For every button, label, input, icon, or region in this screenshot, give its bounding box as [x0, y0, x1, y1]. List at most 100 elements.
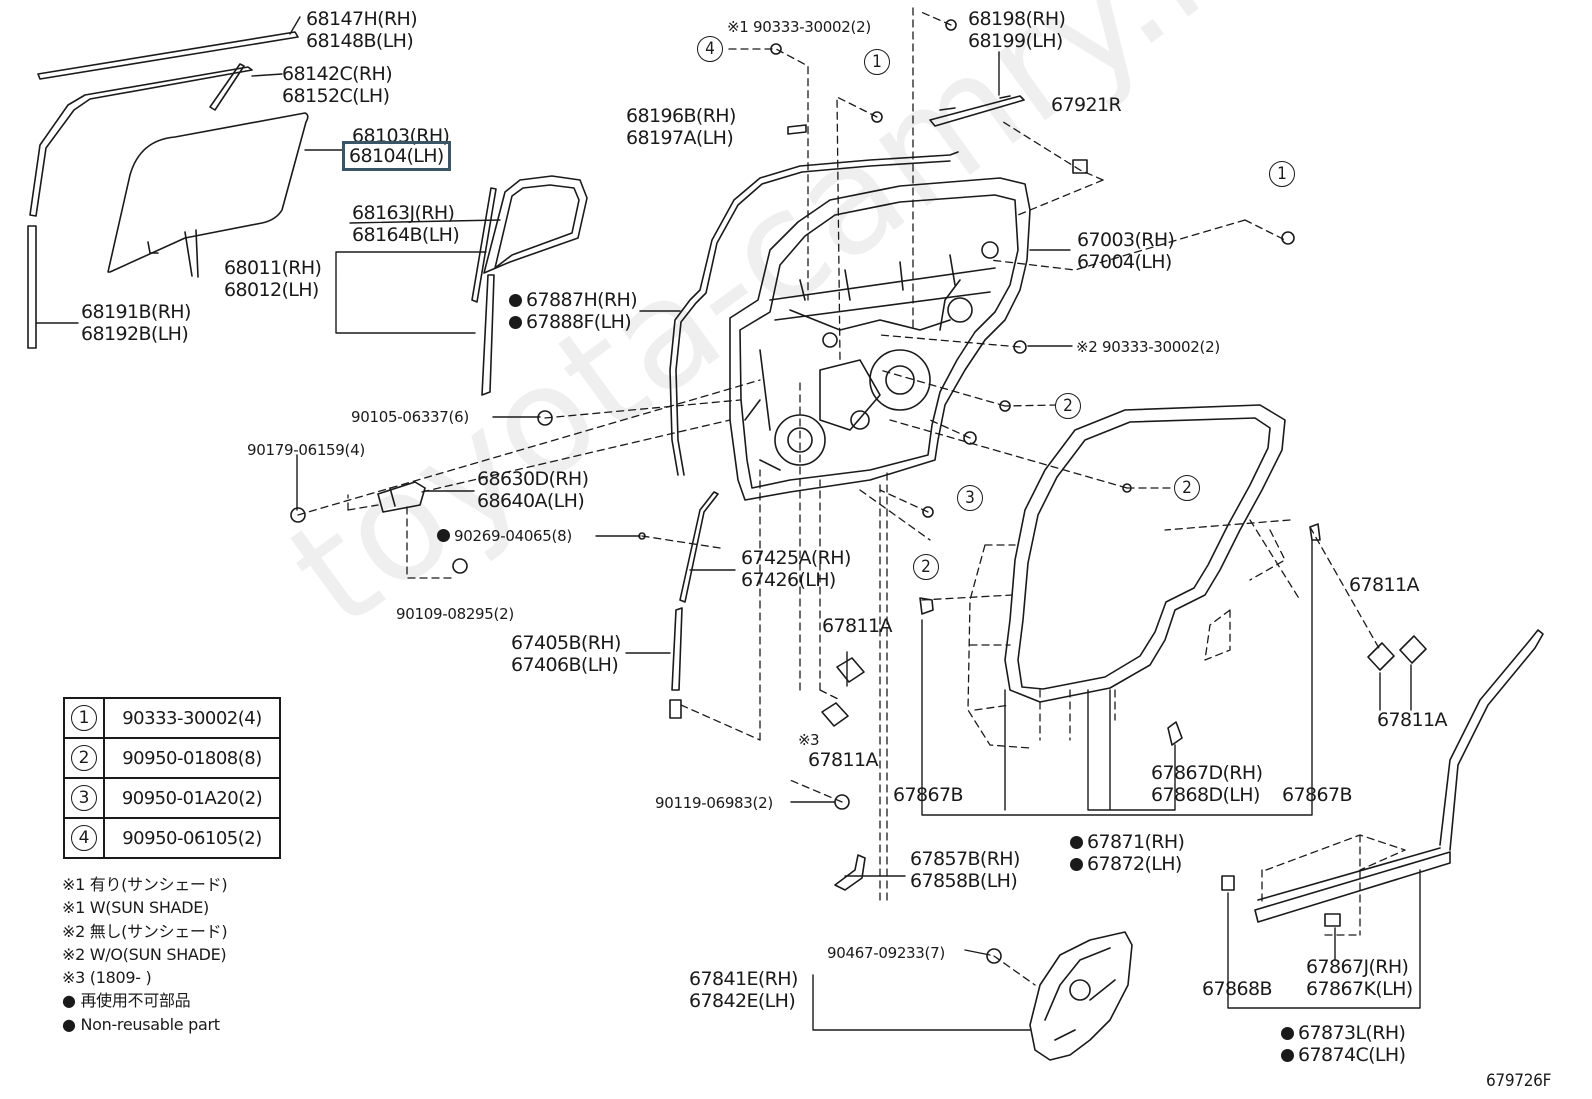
label-text: 67888F(LH) [526, 311, 632, 333]
label-line: 68197A(LH) [626, 127, 734, 149]
label-67841e[interactable]: 67841E(RH) 67842E(LH) [689, 968, 798, 1012]
callout-circle[interactable]: 1 [864, 49, 890, 75]
division-bar-drawing [481, 274, 495, 396]
label-line: 67874C(LH) [1281, 1044, 1406, 1066]
label-90269[interactable]: 90269-04065(8) [437, 527, 572, 545]
label-text: 67873L(RH) [1298, 1022, 1406, 1044]
label-67868b[interactable]: 67868B [1202, 978, 1272, 1000]
callout-circle[interactable]: 2 [913, 554, 939, 580]
label-68011[interactable]: 68011(RH) 68012(LH) [224, 257, 322, 301]
label-line: 68103(RH) [352, 125, 450, 147]
non-reusable-dot-icon [509, 294, 522, 307]
label-67425a[interactable]: 67425A(RH) 67426(LH) [741, 547, 851, 591]
label-line: 67425A(RH) [741, 547, 851, 569]
label-90105[interactable]: 90105-06337(6) [351, 408, 469, 426]
label-67857b[interactable]: 67857B(RH) 67858B(LH) [910, 848, 1020, 892]
label-68103[interactable]: 68103(RH) [352, 125, 450, 147]
legend-part-number: 90333-30002(4) [103, 697, 281, 739]
label-text: 90269-04065(8) [454, 527, 572, 545]
label-67867d[interactable]: 67867D(RH) 67868D(LH) [1151, 762, 1263, 806]
label-68163j[interactable]: 68163J(RH) 68164B(LH) [352, 202, 460, 246]
label-67811a-right-2[interactable]: 67811A [1377, 709, 1447, 731]
callout-circle[interactable]: 2 [1055, 393, 1081, 419]
callout-circle[interactable]: 1 [1269, 161, 1295, 187]
callout-circle[interactable]: 2 [1174, 475, 1200, 501]
label-90333-right[interactable]: ※2 90333-30002(2) [1076, 338, 1220, 356]
label-line: 68148B(LH) [306, 30, 414, 52]
label-67871[interactable]: 67871(RH) 67872(LH) [1070, 831, 1185, 875]
label-67003[interactable]: 67003(RH) 67004(LH) [1077, 229, 1175, 273]
label-67811a-mid[interactable]: 67811A [822, 615, 892, 637]
label-line: 67867D(RH) [1151, 762, 1263, 784]
callout-circle[interactable]: 4 [697, 36, 723, 62]
door-glass-drawing [107, 112, 309, 278]
label-68104-selected[interactable]: 68104(LH) [342, 141, 451, 171]
note-line: ※1 有り(サンシェード) [62, 875, 228, 894]
label-90333-top[interactable]: ※1 90333-30002(2) [727, 18, 871, 36]
legend-part-number: 90950-01A20(2) [103, 777, 281, 819]
legend-index-cell: 3 [63, 777, 105, 819]
label-68630d[interactable]: 68630D(RH) 68640A(LH) [477, 468, 589, 512]
label-line: 67872(LH) [1070, 853, 1184, 875]
note-line: ※1 W(SUN SHADE) [62, 898, 209, 918]
label-67887h[interactable]: 67887H(RH) 67888F(LH) [509, 289, 638, 333]
label-68198[interactable]: 68198(RH) 68199(LH) [968, 8, 1066, 52]
label-67873l[interactable]: 67873L(RH) 67874C(LH) [1281, 1022, 1406, 1066]
label-line: 90179-06159(4) [247, 441, 365, 459]
label-67405b[interactable]: 67405B(RH) 67406B(LH) [511, 632, 621, 676]
label-67867j[interactable]: 67867J(RH) 67867K(LH) [1306, 956, 1413, 1000]
legend-row[interactable]: 1 90333-30002(4) [63, 697, 281, 739]
label-line: 68192B(LH) [81, 323, 189, 345]
label-68191b[interactable]: 68191B(RH) 68192B(LH) [81, 301, 191, 345]
label-line: 67811A [808, 749, 878, 771]
label-line: ※3 [798, 731, 820, 749]
label-line: 68196B(RH) [626, 105, 736, 127]
legend-row[interactable]: 2 90950-01808(8) [63, 737, 281, 779]
label-line: 90109-08295(2) [396, 605, 514, 623]
note-line: ※3 (1809- ) [62, 968, 152, 988]
label-90467[interactable]: 90467-09233(7) [827, 944, 945, 962]
dashed-guide-lines [297, 7, 1406, 986]
label-text: 67887H(RH) [526, 289, 638, 311]
legend-row[interactable]: 3 90950-01A20(2) [63, 777, 281, 819]
label-90119[interactable]: 90119-06983(2) [655, 794, 773, 812]
label-67921r[interactable]: 67921R [1051, 94, 1122, 116]
label-line: 68164B(LH) [352, 224, 460, 246]
legend-index-cell: 4 [63, 817, 105, 859]
door-lock-drawing [377, 481, 426, 513]
figure-number: 679726F [1486, 1071, 1552, 1091]
label-line: 68163J(RH) [352, 202, 455, 224]
label-67811a-note[interactable]: ※3 67811A [798, 730, 878, 770]
label-67867b-right[interactable]: 67867B [1282, 784, 1352, 806]
label-line: 67867B [893, 784, 963, 806]
non-reusable-dot-icon [1281, 1027, 1294, 1040]
callout-circle[interactable]: 3 [957, 485, 983, 511]
legend-index-cell: 2 [63, 737, 105, 779]
label-line: 90269-04065(8) [437, 527, 572, 545]
non-reusable-dot-icon [437, 529, 450, 542]
label-90109[interactable]: 90109-08295(2) [396, 605, 514, 623]
non-reusable-dot-icon [509, 316, 522, 329]
note-line: ● Non-reusable part [62, 1014, 220, 1034]
label-line: 67857B(RH) [910, 848, 1020, 870]
label-68147h[interactable]: 68147H(RH) 68148B(LH) [306, 8, 418, 52]
label-68196b[interactable]: 68196B(RH) 68197A(LH) [626, 105, 736, 149]
legend-table: 1 90333-30002(4) 2 90950-01808(8) 3 9095… [63, 697, 281, 859]
note-line: ※2 W/O(SUN SHADE) [62, 944, 227, 964]
label-line: 67426(LH) [741, 569, 836, 591]
legend-row[interactable]: 4 90950-06105(2) [63, 817, 281, 859]
label-line: 67811A [1349, 574, 1419, 596]
label-90179[interactable]: 90179-06159(4) [247, 441, 365, 459]
label-68142c[interactable]: 68142C(RH) 68152C(LH) [282, 63, 393, 107]
legend-part-number: 90950-06105(2) [103, 817, 281, 859]
label-67867b-left[interactable]: 67867B [893, 784, 963, 806]
label-line: 68640A(LH) [477, 490, 585, 512]
label-line: ※2 90333-30002(2) [1076, 338, 1220, 356]
label-line: 67842E(LH) [689, 990, 796, 1012]
glass-run-strip-drawing [27, 63, 253, 349]
label-67811a-right-1[interactable]: 67811A [1349, 574, 1419, 596]
label-line: 90105-06337(6) [351, 408, 469, 426]
label-line: 67921R [1051, 94, 1122, 116]
window-regulator-drawing [1029, 931, 1133, 1061]
label-line: 68104(LH) [349, 145, 444, 167]
